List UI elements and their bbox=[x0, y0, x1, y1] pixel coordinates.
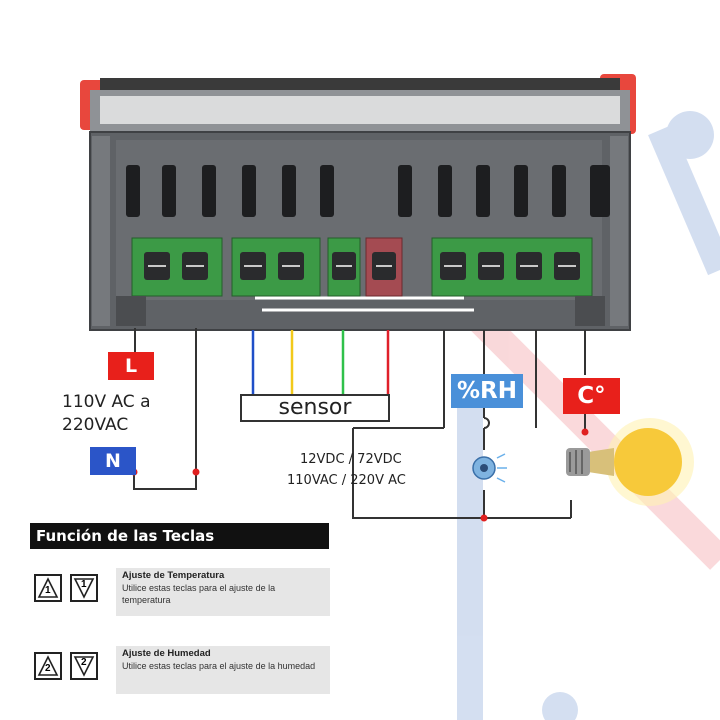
key-description: Ajuste de Humedad Utilice estas teclas p… bbox=[116, 646, 330, 694]
voltage-label-line2: 220VAC bbox=[62, 415, 129, 435]
key-description-text: Utilice estas teclas para el ajuste de l… bbox=[122, 661, 316, 671]
key-description-text: Utilice estas teclas para el ajuste de l… bbox=[122, 583, 276, 605]
terminal-blocks bbox=[116, 237, 605, 326]
humidity-label: %RH bbox=[451, 374, 523, 408]
line-label: L bbox=[108, 352, 154, 380]
power-label-line1: 12VDC / 72VDC bbox=[300, 452, 402, 467]
key-up-arrow-icon[interactable]: 1 bbox=[34, 574, 62, 602]
key-row-humidity: 2 2 Ajuste de Humedad Utilice estas tecl… bbox=[30, 646, 330, 696]
key-number: 1 bbox=[81, 579, 87, 590]
key-number: 2 bbox=[45, 663, 51, 674]
key-row-temperature: 1 1 Ajuste de Temperatura Utilice estas … bbox=[30, 568, 330, 618]
keys-section-title: Función de las Teclas bbox=[30, 523, 329, 549]
key-number: 2 bbox=[81, 657, 87, 668]
fan-icon bbox=[472, 453, 507, 483]
key-description: Ajuste de Temperatura Utilice estas tecl… bbox=[116, 568, 330, 616]
key-down-arrow-icon[interactable]: 2 bbox=[70, 652, 98, 680]
light-bulb-icon bbox=[566, 418, 694, 506]
key-description-title: Ajuste de Temperatura bbox=[122, 570, 225, 581]
terminal-dot bbox=[480, 514, 488, 522]
key-number: 1 bbox=[45, 585, 51, 596]
key-description-title: Ajuste de Humedad bbox=[122, 648, 211, 659]
sensor-wiring bbox=[251, 330, 390, 394]
output-wiring bbox=[352, 330, 586, 519]
power-wiring bbox=[133, 328, 197, 490]
terminal-dot bbox=[192, 468, 200, 476]
vent-slots bbox=[126, 165, 610, 217]
voltage-label-line1: 110V AC a bbox=[62, 392, 151, 412]
sensor-label: sensor bbox=[240, 394, 390, 422]
terminal-dot bbox=[581, 428, 589, 436]
power-label-line2: 110VAC / 220V AC bbox=[287, 473, 406, 488]
temperature-label: C° bbox=[563, 378, 620, 414]
key-down-arrow-icon[interactable]: 1 bbox=[70, 574, 98, 602]
key-up-arrow-icon[interactable]: 2 bbox=[34, 652, 62, 680]
neutral-label: N bbox=[90, 447, 136, 475]
